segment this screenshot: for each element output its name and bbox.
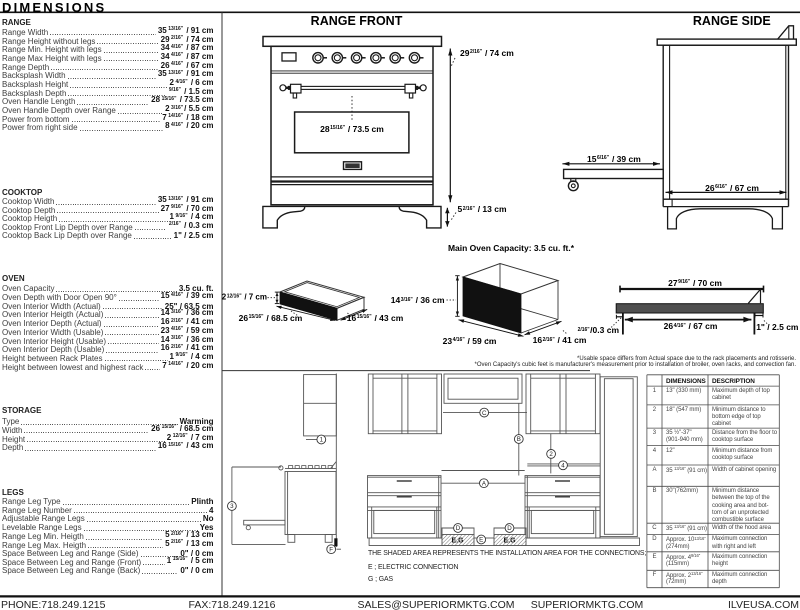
svg-text:1: 1	[320, 437, 324, 444]
svg-text:F: F	[329, 546, 333, 553]
svg-text:E.G: E.G	[451, 538, 464, 545]
svg-text:C: C	[482, 410, 487, 417]
svg-text:2: 2	[549, 451, 553, 458]
svg-text:D: D	[507, 525, 512, 532]
svg-text:D: D	[456, 525, 461, 532]
svg-text:E.G: E.G	[503, 538, 516, 545]
svg-text:4: 4	[561, 463, 565, 470]
svg-text:B: B	[517, 436, 521, 443]
svg-text:A: A	[482, 480, 487, 487]
svg-text:3: 3	[230, 503, 234, 510]
svg-text:E: E	[479, 537, 483, 544]
